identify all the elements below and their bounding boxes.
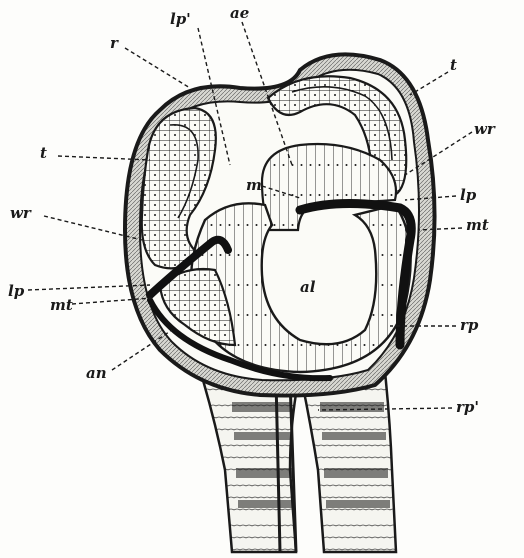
label-mt-right: mt bbox=[466, 218, 489, 233]
label-wr-right: wr bbox=[474, 122, 495, 137]
label-mt-left: mt bbox=[50, 298, 73, 313]
label-t-right: t bbox=[450, 58, 457, 73]
label-m: m bbox=[246, 178, 262, 193]
label-r: r bbox=[110, 36, 118, 51]
label-t-left: t bbox=[40, 146, 47, 161]
label-wr-left: wr bbox=[10, 206, 31, 221]
label-ae: ae bbox=[230, 6, 249, 21]
label-rp: rp bbox=[460, 318, 478, 333]
label-lp-left: lp bbox=[8, 284, 24, 299]
label-al: al bbox=[300, 280, 315, 295]
label-lp-right: lp bbox=[460, 188, 476, 203]
label-rp-prime: rp' bbox=[456, 400, 479, 415]
label-an: an bbox=[86, 366, 107, 381]
label-lp-prime: lp' bbox=[170, 12, 191, 27]
